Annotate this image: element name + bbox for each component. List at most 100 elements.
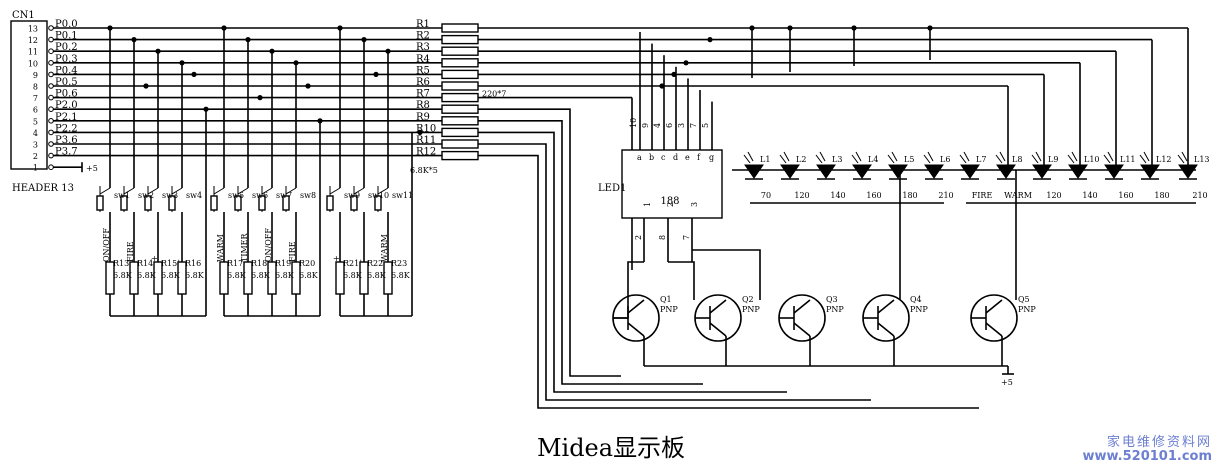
transistor-Q1 (612, 294, 660, 342)
led-value: 160 (1118, 191, 1133, 200)
header-pin (48, 152, 54, 159)
led-ray (783, 151, 790, 162)
resistor-label: R4 (416, 54, 430, 65)
pulldown-value: 6.8K (343, 271, 363, 280)
junction-dot (707, 37, 713, 43)
led-value: 70 (761, 191, 771, 200)
led-ray (1035, 151, 1042, 162)
display-top-pin: 9 (641, 123, 650, 128)
header-pin-number: 9 (33, 71, 38, 80)
pulldown-R14 (129, 261, 139, 295)
net-label: P0.2 (55, 42, 78, 53)
watermark: 家电维修资料网 www.520101.com (1082, 436, 1212, 463)
led-ray (815, 154, 823, 164)
switch-function: WARM (380, 234, 389, 262)
led-ray (1143, 151, 1150, 162)
led-value: 210 (938, 191, 953, 200)
base-route (478, 131, 787, 393)
sw-lever (261, 187, 273, 195)
resistor-note-bottom: 6.8K*5 (410, 166, 438, 175)
led-L10 (1068, 164, 1088, 179)
resistor-R11 (441, 139, 479, 149)
pulldown-R19 (267, 261, 277, 295)
pulldown-label: R13 (113, 259, 129, 268)
led-ray (923, 154, 931, 164)
pulldown-R21 (335, 261, 345, 295)
header-pin-number: 5 (33, 117, 38, 126)
pulldown-label: R21 (343, 259, 359, 268)
net-label: P0.4 (55, 65, 78, 76)
header-pin (48, 129, 54, 136)
led-value: 210 (1192, 191, 1207, 200)
pulldown-label: R20 (299, 259, 315, 268)
led-L8 (996, 164, 1016, 179)
vcc-label: +5 (1001, 378, 1013, 387)
led-label: L12 (1156, 155, 1172, 164)
sw-lever (123, 187, 135, 195)
led-label: L5 (904, 155, 914, 164)
switch-sw11 (374, 195, 382, 211)
pulldown-value: 6.8K (275, 271, 295, 280)
transistor-Q3 (778, 294, 826, 342)
sw-lever (99, 187, 111, 195)
led-value: 120 (1046, 191, 1061, 200)
switch-label: sw4 (186, 191, 202, 200)
header-pin-number: 3 (33, 141, 38, 150)
transistor-label: Q3 (826, 295, 838, 304)
transistor-label: Q2 (742, 295, 754, 304)
junction-dot (671, 71, 677, 77)
switch-function: FIRE (288, 241, 297, 262)
pulldown-label: R23 (391, 259, 407, 268)
led-L3 (816, 164, 836, 179)
led-ray (1177, 154, 1185, 164)
transistor-type: PNP (910, 305, 928, 314)
junction-dot (417, 129, 423, 135)
pulldown-R17 (219, 261, 229, 295)
pulldown-R23 (383, 261, 393, 295)
sw-lever (147, 187, 159, 195)
led-ray (1181, 151, 1188, 162)
sw-lever (353, 187, 365, 195)
led-value: 180 (902, 191, 917, 200)
resistor-label: R10 (416, 123, 436, 134)
switch-label: sw7 (276, 191, 292, 200)
pulldown-R18 (243, 261, 253, 295)
led-value: 160 (866, 191, 881, 200)
emitter (793, 299, 811, 314)
resistor-R5 (441, 69, 479, 80)
transistor-label: Q5 (1018, 295, 1030, 304)
transistor-label: Q4 (910, 295, 922, 304)
switch-label: sw6 (252, 191, 268, 200)
led-ray (927, 151, 934, 162)
display-top-pin: 3 (677, 123, 686, 128)
emitter (985, 299, 1003, 314)
net-label: P3.6 (55, 135, 78, 146)
junction-dot (373, 71, 379, 77)
header-name: HEADER 13 (12, 183, 74, 194)
collector (709, 322, 727, 337)
resistor-R7 (441, 92, 479, 103)
pulldown-label: R16 (185, 259, 201, 268)
display-ref: LED1 (598, 183, 626, 194)
led-L13 (1178, 164, 1198, 179)
led-value: 180 (1154, 191, 1169, 200)
led-ray (999, 151, 1006, 162)
transistor-type: PNP (826, 305, 844, 314)
junction-dot (683, 60, 689, 66)
diagram-caption: Midea显示板 (536, 434, 686, 462)
sw-lever (171, 187, 183, 195)
net-label: P0.3 (55, 54, 78, 65)
junction-dot (143, 83, 149, 89)
switch-sw10 (350, 195, 358, 211)
header-pin-number: 4 (33, 129, 38, 138)
header-pin (48, 106, 54, 112)
display-bottom-pin: 8 (658, 235, 667, 240)
display-segment: g (709, 153, 714, 162)
header-pin (48, 83, 54, 89)
transistor-label: Q1 (660, 295, 672, 304)
led-value: WARM (1004, 191, 1032, 200)
resistor-label: R7 (416, 89, 430, 100)
led-ray (891, 151, 898, 162)
resistor-R9 (441, 116, 479, 126)
junction-dot (191, 71, 197, 77)
